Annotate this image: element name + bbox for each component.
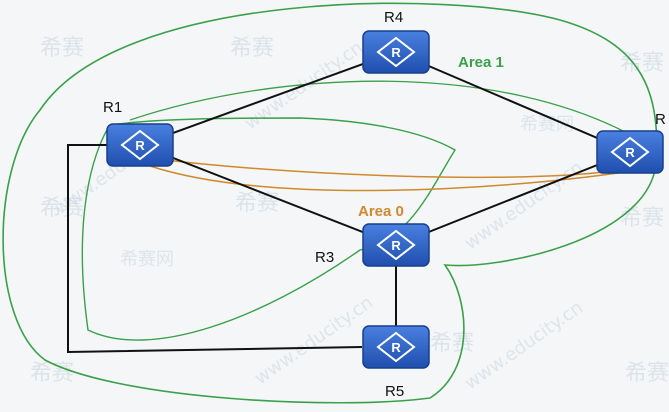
area1-r4-r2-boundary — [129, 80, 641, 141]
area-label-area1: Area 1 — [458, 54, 504, 71]
watermark-cn: 希赛 — [620, 206, 664, 231]
link-r4-r2 — [395, 51, 631, 153]
router-label-r5: R5 — [385, 383, 404, 400]
watermark-cn-net: 希赛网 — [520, 114, 574, 135]
watermark-cn: 希赛 — [40, 196, 84, 221]
area1-boundary — [2, 2, 658, 404]
router-r5[interactable] — [362, 325, 430, 369]
watermark-url: www.educity.cn — [251, 292, 377, 389]
link-r3-r2 — [395, 151, 631, 246]
watermark-url: www.educity.cn — [461, 297, 587, 394]
router-r4[interactable] — [362, 30, 430, 74]
link-r1-r4 — [139, 51, 397, 146]
area-label-area0: Area 0 — [358, 203, 404, 220]
router-r1[interactable] — [106, 123, 174, 167]
watermark-cn: 希赛 — [30, 361, 74, 386]
watermark-url: www.educity.cn — [461, 157, 587, 254]
watermark-cn-net: 希赛网 — [120, 249, 174, 270]
watermark-cn: 希赛 — [625, 361, 669, 386]
watermark-cn: 希赛 — [430, 331, 474, 356]
router-label-r3: R3 — [315, 249, 334, 266]
watermark-cn: 希赛 — [230, 36, 274, 61]
links — [67, 51, 631, 354]
watermark-cn: 希赛 — [235, 191, 279, 216]
link-r1-r3 — [139, 144, 397, 246]
router-label-r1: R1 — [103, 99, 122, 116]
watermark-cn: 希赛 — [620, 51, 664, 76]
router-label-r2: R — [655, 111, 666, 128]
watermark-cn: 希赛 — [40, 36, 84, 61]
router-label-r4: R4 — [384, 9, 403, 26]
router-r2[interactable] — [596, 130, 664, 174]
link-r1-r5 — [67, 144, 363, 354]
router-r3[interactable] — [362, 223, 430, 267]
